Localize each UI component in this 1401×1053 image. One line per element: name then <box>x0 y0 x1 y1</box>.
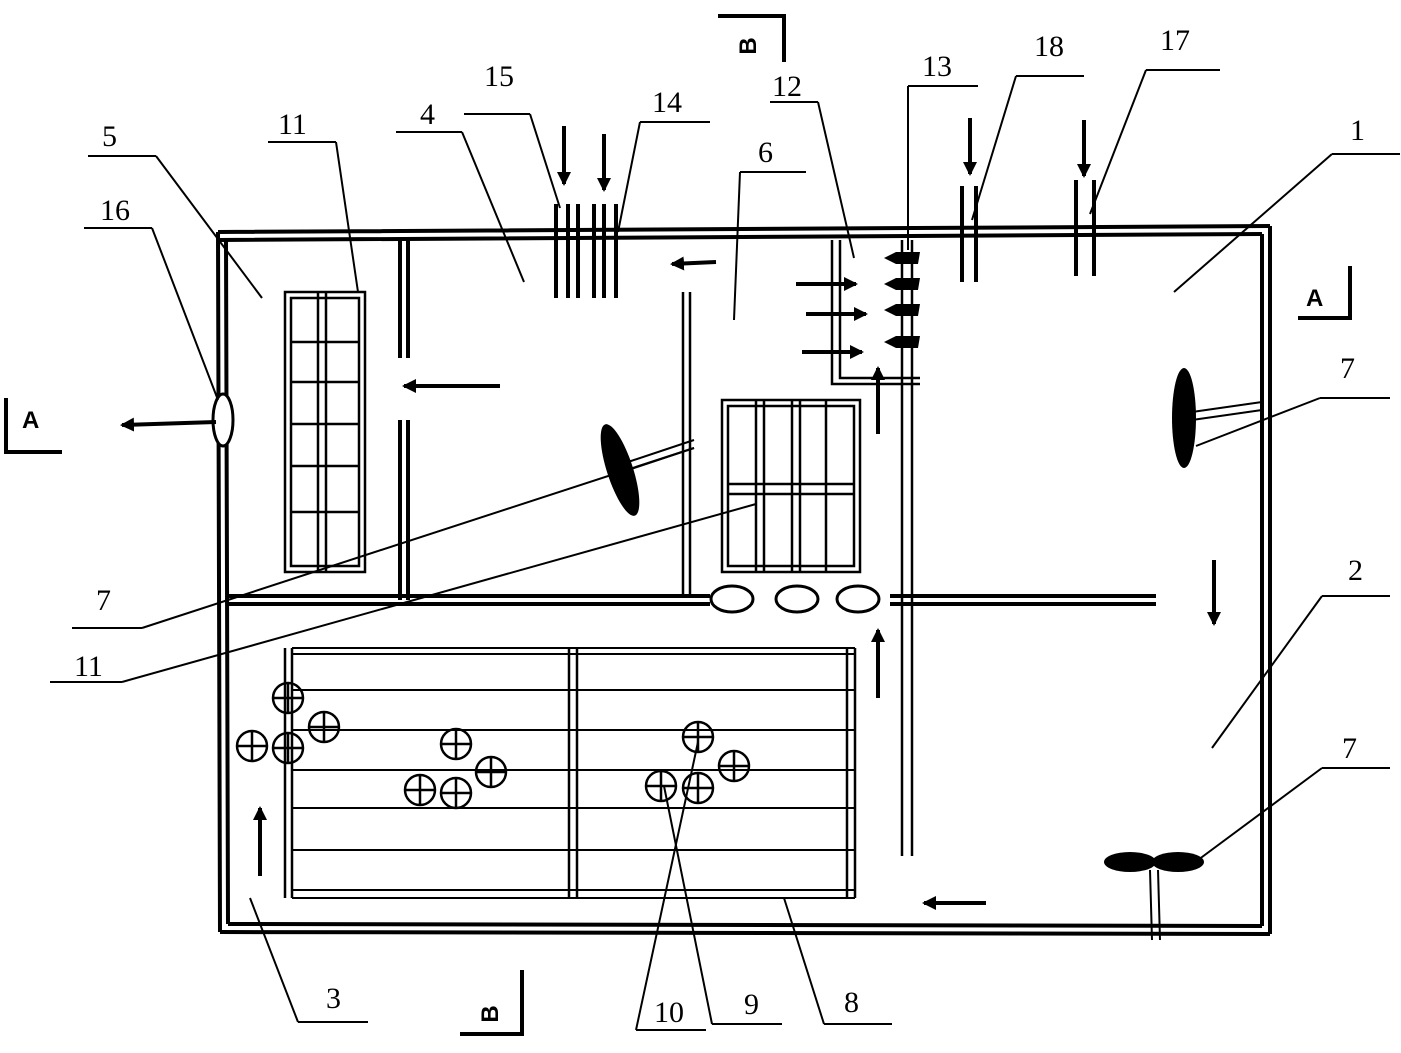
wall-vents-17-18 <box>960 180 1096 282</box>
label-10: 10 <box>654 996 684 1029</box>
label-12: 12 <box>772 70 802 103</box>
nozzles-13 <box>884 252 920 348</box>
fan-chamber-1 <box>1172 368 1263 468</box>
fan-chamber-4 <box>600 424 695 516</box>
section-marker-b-top: B <box>718 14 786 62</box>
label-14: 14 <box>652 86 682 119</box>
svg-text:B: B <box>477 1005 504 1022</box>
label-15: 15 <box>484 60 514 93</box>
section-marker-a-left: A <box>4 398 62 454</box>
section-marker-b-bottom: B <box>460 970 524 1036</box>
label-18: 18 <box>1034 30 1064 63</box>
openings-9 <box>709 584 881 614</box>
horizontal-partition <box>226 594 1156 606</box>
label-9: 9 <box>744 988 759 1021</box>
sensors-10 <box>235 681 751 810</box>
label-16: 16 <box>100 194 130 227</box>
leader-lines <box>50 69 1400 1031</box>
wall-vents-14-15 <box>554 204 618 298</box>
label-11-top: 11 <box>278 108 307 141</box>
svg-text:A: A <box>22 407 39 434</box>
airflow-arrows <box>120 118 1221 910</box>
filter-grid-left <box>283 290 367 574</box>
vertical-duct-wall <box>900 240 914 856</box>
reference-numerals: 1 2 3 4 5 6 7 7 7 8 9 10 11 11 12 13 14 … <box>74 24 1365 1029</box>
label-8: 8 <box>844 986 859 1019</box>
svg-text:A: A <box>1306 285 1323 312</box>
label-4: 4 <box>420 98 435 131</box>
section-marker-a-right: A <box>1298 266 1352 320</box>
chamber-6-partition <box>681 292 692 598</box>
label-6: 6 <box>758 136 773 169</box>
label-5: 5 <box>102 120 117 153</box>
outer-wall <box>216 224 1272 936</box>
label-7-bottom: 7 <box>1342 732 1357 765</box>
label-17: 17 <box>1160 24 1190 57</box>
label-3: 3 <box>326 982 341 1015</box>
label-7-left: 7 <box>96 584 111 617</box>
label-7-right: 7 <box>1340 352 1355 385</box>
filter-grid-middle <box>720 398 862 574</box>
chamber-5-partition <box>398 240 410 600</box>
exhaust-port-16 <box>211 392 235 448</box>
svg-text:B: B <box>735 37 762 54</box>
fan-chamber-2 <box>1104 852 1204 941</box>
label-2: 2 <box>1348 554 1363 587</box>
drying-rack <box>283 647 857 899</box>
label-13: 13 <box>922 50 952 83</box>
label-1: 1 <box>1350 114 1365 147</box>
label-11-bottom: 11 <box>74 650 103 683</box>
